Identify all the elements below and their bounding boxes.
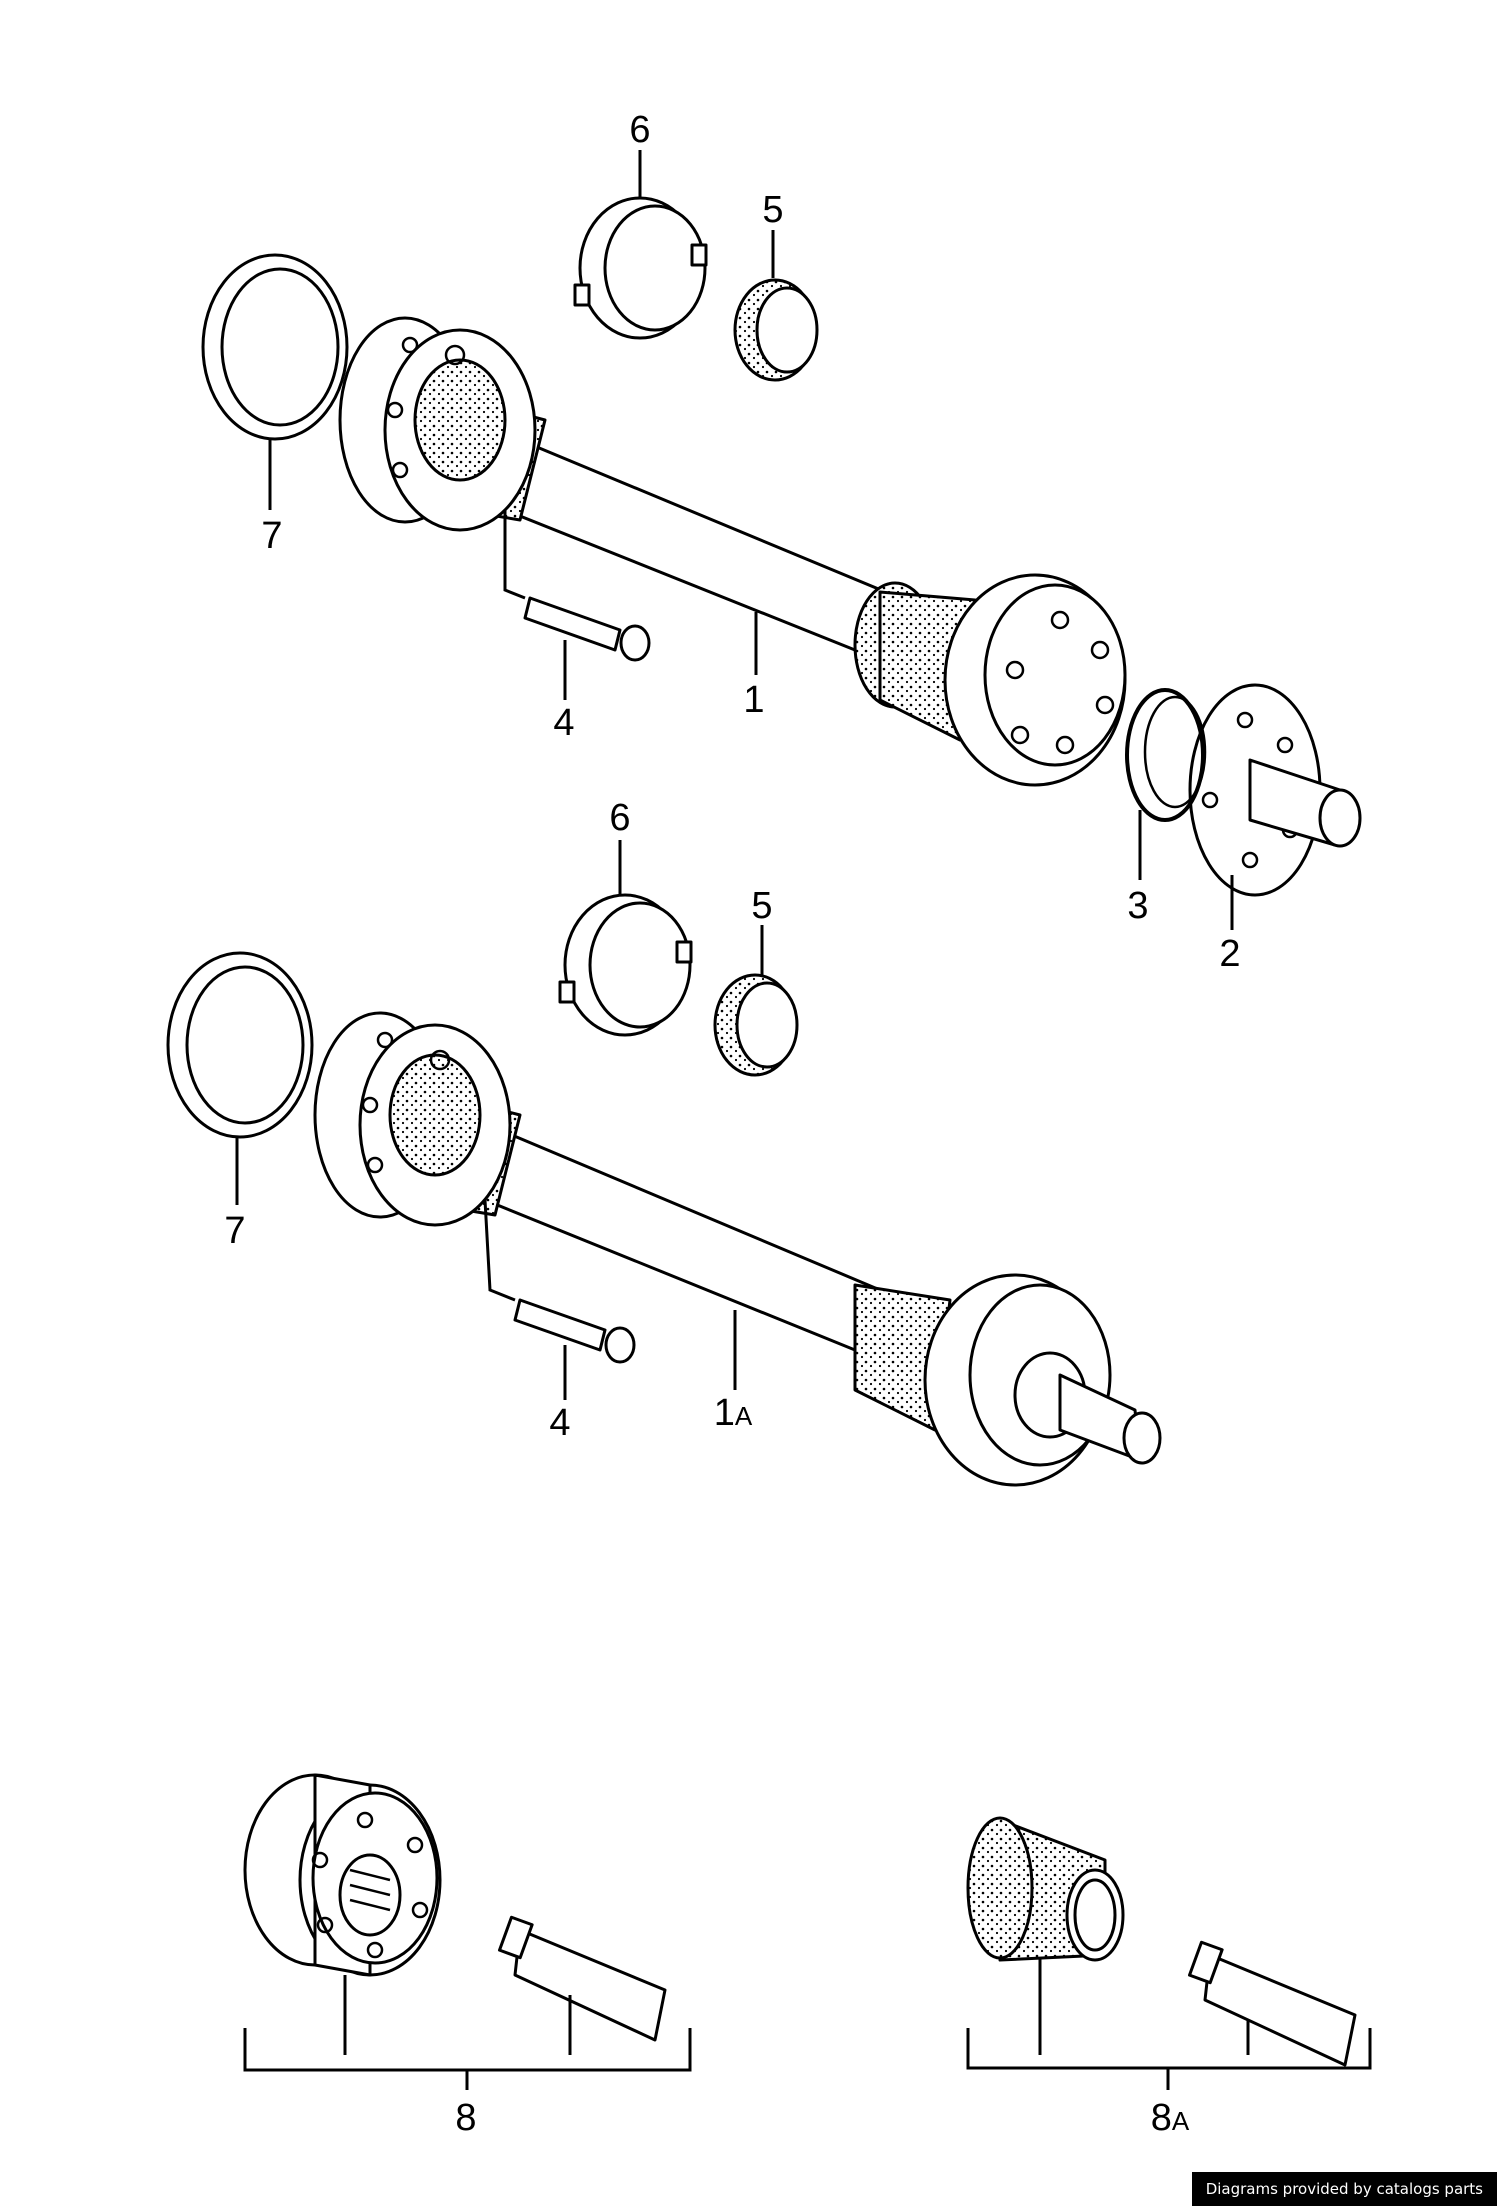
callout-3: 3 — [1127, 885, 1148, 927]
clamp-small-5-top — [733, 278, 819, 382]
cv-joint-kit-8 — [243, 1773, 692, 2090]
callout-1a-number: 1 — [714, 1392, 735, 1434]
boot-kit-8a — [966, 1816, 1372, 2090]
callout-8: 8 — [455, 2097, 476, 2139]
callout-7-top: 7 — [261, 515, 282, 557]
callout-8a-suffix: A — [1172, 2106, 1190, 2136]
circlip-3 — [1125, 688, 1207, 822]
callout-6-top: 6 — [629, 109, 650, 151]
flange-stub-axle-2 — [1188, 683, 1362, 897]
callout-5-top: 5 — [762, 189, 783, 231]
callout-2: 2 — [1219, 933, 1240, 975]
leader-lines — [235, 150, 1234, 1400]
callout-8a-number: 8 — [1151, 2097, 1172, 2139]
callout-1a-suffix: A — [735, 1401, 753, 1431]
callout-1a: 1A — [714, 1392, 753, 1434]
clamp-small-5-mid — [713, 973, 799, 1077]
drive-shaft-assembly-1a — [313, 1011, 1162, 1487]
callout-7-mid: 7 — [224, 1210, 245, 1252]
bolt-4-top — [503, 510, 651, 662]
gasket-7-mid — [166, 951, 314, 1139]
clamp-large-6-mid — [558, 893, 693, 1037]
callout-4-top: 4 — [553, 702, 574, 744]
callout-5-mid: 5 — [751, 885, 772, 927]
drive-shaft-assembly-1 — [338, 316, 1127, 787]
clamp-large-6-top — [573, 196, 708, 340]
callout-4-mid: 4 — [549, 1402, 570, 1444]
diagram-credit: Diagrams provided by catalogs parts — [1191, 2172, 1497, 2206]
callout-1: 1 — [743, 679, 764, 721]
callout-8a: 8A — [1151, 2097, 1190, 2139]
gasket-7-top — [201, 253, 349, 441]
callout-6-mid: 6 — [609, 797, 630, 839]
bolt-4-mid — [483, 1199, 636, 1364]
